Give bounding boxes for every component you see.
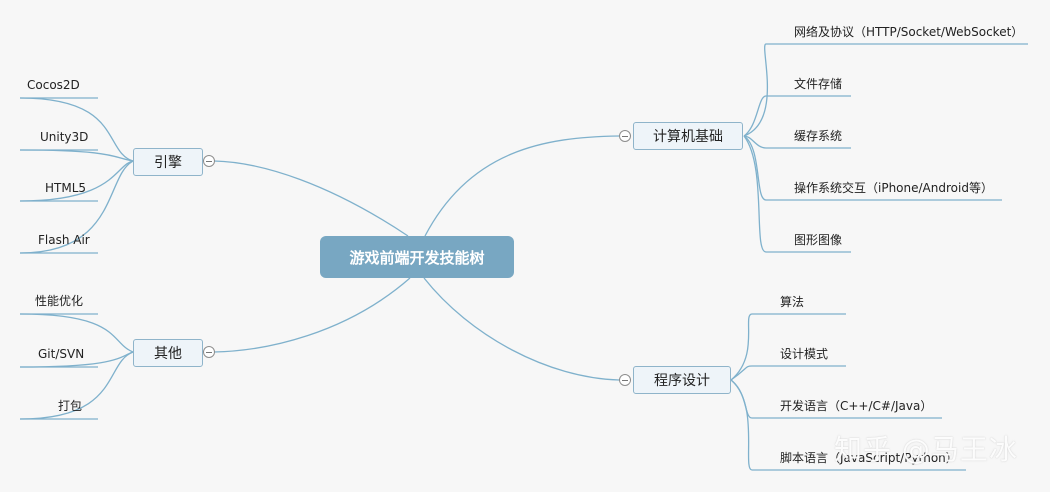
connector-cs-graphics bbox=[743, 135, 851, 253]
leaf-programming-script[interactable]: 脚本语言（JavaScript/Python） bbox=[780, 451, 958, 465]
connector-programming-script bbox=[730, 379, 966, 471]
connector-programming-design bbox=[730, 365, 846, 381]
leaf-cs-os[interactable]: 操作系统交互（iPhone/Android等） bbox=[794, 181, 993, 195]
collapse-icon-engine[interactable] bbox=[203, 155, 215, 167]
branch-cs-node[interactable]: 计算机基础 bbox=[633, 122, 743, 150]
leaf-programming-design[interactable]: 设计模式 bbox=[780, 347, 829, 361]
connector-center-programming bbox=[423, 277, 620, 381]
leaf-cs-cache[interactable]: 缓存系统 bbox=[794, 129, 843, 143]
connector-cs-cache bbox=[743, 135, 851, 149]
leaf-engine-html5[interactable]: HTML5 bbox=[45, 181, 87, 195]
connector-center-other bbox=[213, 277, 411, 353]
leaf-engine-flashair[interactable]: Flash Air bbox=[38, 233, 90, 247]
leaf-engine-cocos2d[interactable]: Cocos2D bbox=[27, 78, 80, 92]
branch-engine-node[interactable]: 引擎 bbox=[133, 148, 203, 176]
leaf-cs-graphics[interactable]: 图形图像 bbox=[794, 233, 843, 247]
connector-engine-flashair bbox=[19, 160, 134, 254]
connector-other-pack bbox=[19, 351, 134, 420]
leaf-other-performance[interactable]: 性能优化 bbox=[35, 294, 84, 308]
connector-cs-network bbox=[743, 43, 1028, 137]
connector-engine-cocos2d bbox=[19, 97, 134, 162]
connector-center-cs bbox=[424, 135, 620, 237]
connector-other-performance bbox=[19, 313, 134, 353]
leaf-programming-language[interactable]: 开发语言（C++/C#/Java） bbox=[780, 399, 933, 413]
collapse-icon-programming[interactable] bbox=[619, 374, 631, 386]
watermark-text: 知乎 @马王冰 bbox=[834, 433, 1018, 466]
leaf-cs-storage[interactable]: 文件存储 bbox=[794, 77, 843, 91]
leaf-programming-algorithm[interactable]: 算法 bbox=[780, 295, 805, 309]
leaf-engine-unity3d[interactable]: Unity3D bbox=[40, 130, 89, 144]
connector-programming-algorithm bbox=[730, 313, 846, 381]
collapse-icon-other[interactable] bbox=[203, 346, 215, 358]
leaf-cs-network[interactable]: 网络及协议（HTTP/Socket/WebSocket） bbox=[794, 25, 1024, 39]
collapse-icon-cs[interactable] bbox=[619, 130, 631, 142]
connector-center-engine bbox=[213, 160, 409, 237]
connector-engine-unity3d bbox=[19, 149, 134, 162]
connector-cs-storage bbox=[743, 95, 851, 137]
leaf-other-git[interactable]: Git/SVN bbox=[38, 347, 85, 361]
center-node[interactable]: 游戏前端开发技能树 bbox=[320, 236, 514, 278]
connector-cs-os bbox=[743, 135, 1002, 201]
branch-other-node[interactable]: 其他 bbox=[133, 339, 203, 367]
connector-engine-html5 bbox=[19, 160, 134, 202]
leaf-other-pack[interactable]: 打包 bbox=[58, 399, 83, 413]
branch-programming-node[interactable]: 程序设计 bbox=[633, 366, 731, 394]
